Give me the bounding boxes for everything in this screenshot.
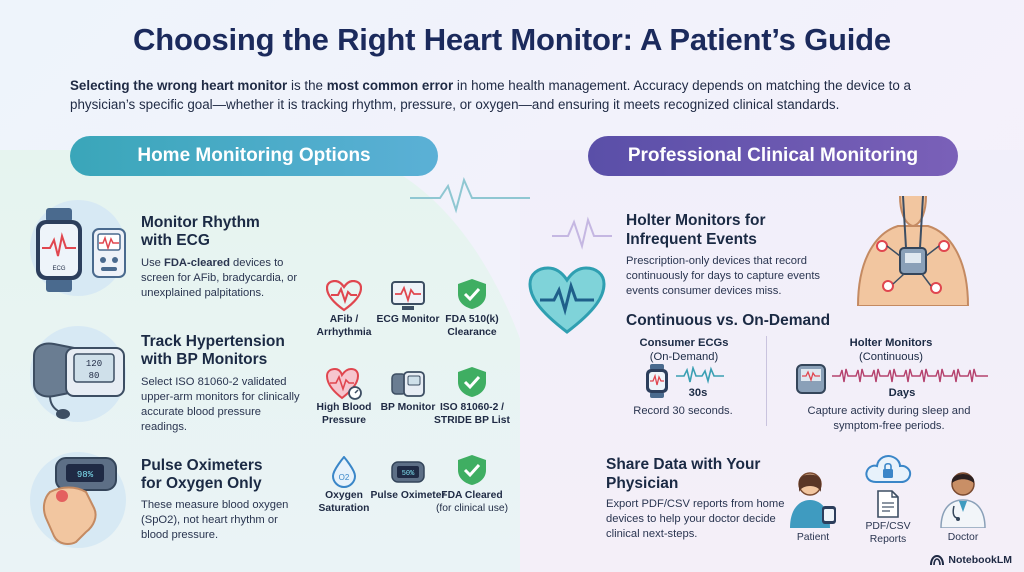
background-ecg-line-right-icon bbox=[552, 216, 612, 250]
holter-compare-title: Holter Monitors (Continuous) bbox=[826, 336, 956, 364]
bp-screen-bottom: 80 bbox=[89, 371, 100, 381]
bp-row-text: Select ISO 81060-2 validated upper-arm m… bbox=[141, 376, 300, 434]
patient-avatar-icon bbox=[790, 472, 836, 528]
consumer-ecg-title: Consumer ECGs (On-Demand) bbox=[616, 336, 752, 364]
grid-bp-monitor-label: BP Monitor bbox=[380, 402, 436, 413]
watch-screen-label: ECG bbox=[52, 266, 65, 272]
ecg-monitor-icon bbox=[391, 281, 425, 310]
subtitle-text-1: is the bbox=[287, 78, 327, 93]
cloud-lock-icon bbox=[865, 455, 912, 483]
subtitle-bold-1: Selecting the wrong heart monitor bbox=[70, 78, 288, 93]
bp-row-title: Track Hypertension with BP Monitors bbox=[141, 333, 285, 369]
consumer-ecg-title-text: Consumer ECGs bbox=[639, 337, 729, 349]
pulse-oximeter-small-icon: 50% bbox=[391, 461, 425, 483]
holter-compare-sub: (Continuous) bbox=[858, 351, 924, 363]
holter-text: Prescription-only devices that record co… bbox=[626, 255, 821, 298]
oximeter-row-title: Pulse Oximeters for Oxygen Only bbox=[141, 457, 263, 493]
compare-divider bbox=[766, 336, 767, 426]
holter-continuous-wave-icon bbox=[832, 368, 988, 383]
oximeter-row-text: These measure blood oxygen (SpO2), not h… bbox=[141, 499, 289, 542]
holter-title: Holter Monitors for Infrequent Events bbox=[626, 212, 766, 248]
doctor-avatar-icon bbox=[940, 472, 986, 528]
holter-compare-title-text: Holter Monitors bbox=[849, 337, 933, 349]
high-bp-heart-icon bbox=[326, 368, 362, 400]
oxygen-drop-icon: O2 bbox=[331, 456, 357, 488]
ecg-row-text: Use FDA-cleared devices to screen for AF… bbox=[141, 256, 301, 301]
share-title: Share Data with Your Physician bbox=[606, 456, 761, 492]
patient-holter-icon bbox=[856, 196, 970, 306]
share-text: Export PDF/CSV reports from home devices… bbox=[606, 498, 785, 541]
oximeter-screen: 98% bbox=[77, 470, 94, 480]
share-reports-label: PDF/CSV Reports bbox=[865, 521, 911, 545]
grid-fda-cleared-note: (for clinical use) bbox=[435, 502, 509, 514]
brand-badge: NotebookLM bbox=[930, 554, 1012, 566]
consumer-ecg-text: Record 30 seconds. bbox=[633, 405, 733, 417]
notebooklm-logo-icon bbox=[930, 554, 945, 566]
compare-title: Continuous vs. On-Demand bbox=[626, 312, 831, 329]
holter-device-icon bbox=[796, 364, 826, 394]
grid-fda-cleared-text: FDA Cleared bbox=[441, 490, 503, 501]
grid-pulse-oximeter-label: Pulse Oximeter bbox=[370, 490, 446, 501]
grid-fda-cleared-label: FDA Cleared(for clinical use) bbox=[426, 490, 518, 516]
consumer-ecg-wave-icon bbox=[676, 366, 724, 385]
bp-screen-top: 120 bbox=[86, 359, 102, 369]
clinical-monitoring-heading: Professional Clinical Monitoring bbox=[588, 136, 958, 176]
holter-compare-value: Days bbox=[888, 387, 916, 399]
afib-heart-icon bbox=[326, 280, 362, 312]
ecg-row-title: Monitor Rhythm with ECG bbox=[141, 214, 260, 250]
handheld-ecg-icon bbox=[92, 228, 126, 278]
background-ecg-line-icon bbox=[410, 177, 530, 214]
pdf-report-icon bbox=[877, 490, 899, 518]
grid-high-bp-label: High Blood Pressure bbox=[316, 402, 372, 426]
grid-afib-label: AFib / Arrhythmia bbox=[316, 314, 372, 338]
clinical-monitoring-panel bbox=[520, 150, 1024, 572]
consumer-ecg-sub: (On-Demand) bbox=[649, 351, 719, 363]
bp-cuff-monitor-icon bbox=[391, 371, 425, 397]
ecg-text-pre: Use bbox=[141, 257, 165, 269]
share-patient-label: Patient bbox=[796, 532, 830, 543]
fda-cleared-shield-icon bbox=[458, 455, 486, 485]
consumer-ecg-value: 30s bbox=[688, 387, 708, 399]
ecg-text-bold: FDA-cleared bbox=[164, 257, 230, 269]
grid-oxygen-label: Oxygen Saturation bbox=[318, 490, 370, 514]
ox-small-screen: 50% bbox=[402, 470, 415, 478]
bp-monitor-icon: 120 80 bbox=[33, 342, 125, 419]
ecg-text-post: devices to screen for AFib, bradycardia,… bbox=[141, 257, 298, 300]
page-subtitle: Selecting the wrong heart monitor is the… bbox=[70, 76, 970, 114]
center-heart-icon bbox=[528, 266, 606, 334]
iso-shield-check-icon bbox=[458, 367, 486, 397]
smartwatch-icon: ECG bbox=[36, 208, 82, 292]
o2-icon-text: O2 bbox=[339, 473, 350, 482]
grid-iso-label: ISO 81060-2 / STRIDE BP List bbox=[434, 402, 510, 426]
subtitle-text-2: in home health management. Accuracy depe… bbox=[70, 78, 912, 113]
page-title: Choosing the Right Heart Monitor: A Pati… bbox=[133, 22, 891, 57]
pulse-oximeter-icon: 98% bbox=[42, 457, 117, 545]
brand-name: NotebookLM bbox=[948, 554, 1012, 566]
holter-compare-text: Capture activity during sleep and sympto… bbox=[807, 405, 971, 433]
grid-ecg-monitor-label: ECG Monitor bbox=[376, 314, 440, 325]
home-monitoring-heading: Home Monitoring Options bbox=[70, 136, 438, 176]
fda-shield-check-icon bbox=[458, 279, 486, 309]
subtitle-bold-2: most common error bbox=[326, 78, 454, 93]
grid-fda510k-label: FDA 510(k) Clearance bbox=[445, 314, 499, 338]
share-doctor-label: Doctor bbox=[947, 532, 979, 543]
consumer-watch-icon bbox=[646, 364, 668, 398]
